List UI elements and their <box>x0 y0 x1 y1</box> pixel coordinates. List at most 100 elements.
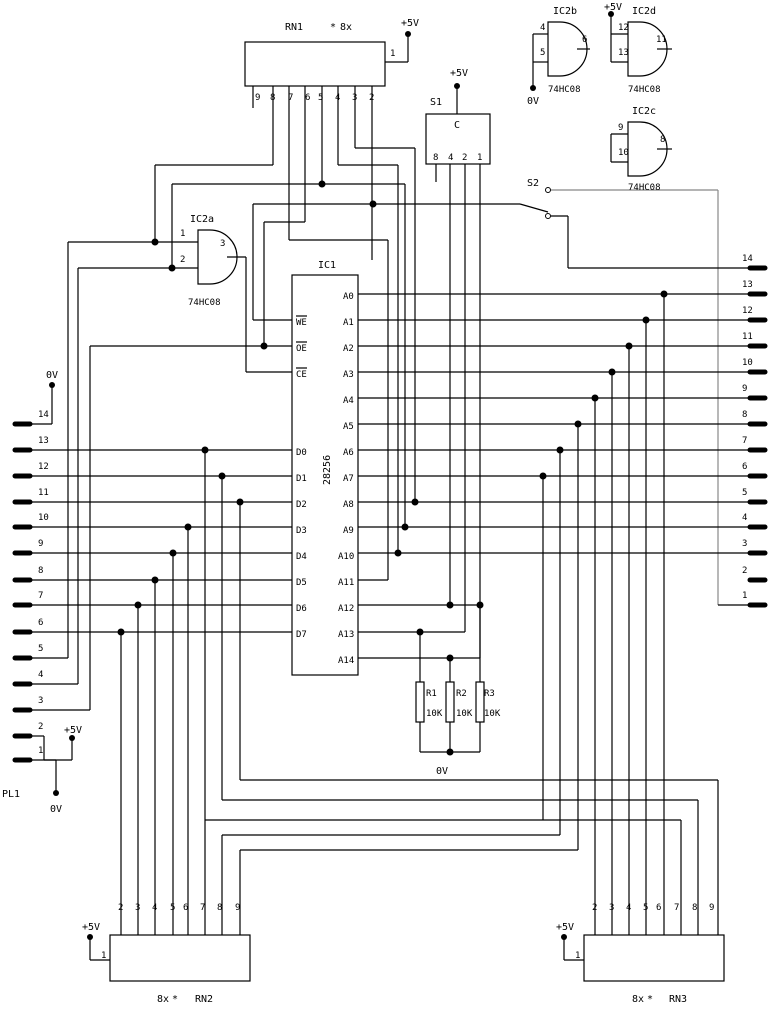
r1-ref: R1 <box>426 689 437 699</box>
rn2-supply: +5V <box>82 922 100 933</box>
pl1-pin: 13 <box>38 436 49 446</box>
ic2b-out: 6 <box>582 35 587 45</box>
rn2-resistor-network: 2 3 4 5 6 7 8 9 1 +5V 8x * RN2 <box>82 903 251 1005</box>
rn1-pin: 5 <box>318 93 323 103</box>
s1-common: C <box>454 120 460 131</box>
ic1-control-wiring <box>90 342 292 350</box>
r3-value: 10K <box>484 709 501 719</box>
ic2d-ref: IC2d <box>632 6 656 17</box>
s1-pin: 4 <box>448 153 453 163</box>
right-connector: 14 13 12 11 10 9 8 7 6 5 4 3 2 1 <box>742 254 768 608</box>
ic2b-gnd: 0V <box>527 96 539 107</box>
ic2d-out: 11 <box>656 35 667 45</box>
r2-value: 10K <box>456 709 473 719</box>
right-conn-pin: 10 <box>742 358 753 368</box>
right-conn-pin: 6 <box>742 462 747 472</box>
r3-ref: R3 <box>484 689 495 699</box>
rn2-value: 8x <box>157 994 169 1005</box>
rn2-pin: 8 <box>217 903 222 913</box>
right-conn-pin: 11 <box>742 332 753 342</box>
ic1-pin-a10: A10 <box>338 552 354 562</box>
r1-body <box>415 681 425 723</box>
s1-body <box>425 113 491 165</box>
ic2a-part: 74HC08 <box>188 298 221 308</box>
ic2b-and-gate: IC2b 74HC08 4 5 6 0V <box>527 6 590 107</box>
ic2c-part: 74HC08 <box>628 183 661 193</box>
rn3-pin: 3 <box>609 903 614 913</box>
pl1-pin: 2 <box>38 722 43 732</box>
net-204 <box>252 200 520 321</box>
ic1-pin-d3: D3 <box>296 526 307 536</box>
cross-routes <box>205 779 719 935</box>
address-bus <box>358 290 760 935</box>
ic1-pin-a1: A1 <box>343 318 354 328</box>
s2-ref: S2 <box>527 178 539 189</box>
ic1-pin-a7: A7 <box>343 474 354 484</box>
ic2a-body <box>197 229 238 285</box>
rn1-resistor-network: RN1 * 8x 1 +5V 9 8 7 6 5 4 3 2 <box>244 18 419 103</box>
rn2-pin: 7 <box>200 903 205 913</box>
ic1-pin-a5: A5 <box>343 422 354 432</box>
rn3-star: * <box>647 994 653 1005</box>
ic1-part: 28256 <box>322 455 333 485</box>
ic1-pin-a4: A4 <box>343 396 354 406</box>
ic1-pin-d7: D7 <box>296 630 307 640</box>
ic1-pin-d0: D0 <box>296 448 307 458</box>
pl1-gnd-bottom: 0V <box>50 804 62 815</box>
r1-value: 10K <box>426 709 443 719</box>
ic1-pin-a3: A3 <box>343 370 354 380</box>
right-conn-pin: 8 <box>742 410 747 420</box>
rn1-ref: RN1 <box>285 22 303 33</box>
ic1-pin-a2: A2 <box>343 344 354 354</box>
ic2d-body <box>627 21 668 77</box>
rn1-body <box>244 41 386 87</box>
right-conn-pin: 13 <box>742 280 753 290</box>
rn3-body <box>583 934 725 982</box>
ic2d-and-gate: IC2d 74HC08 12 13 11 +5V <box>604 2 672 95</box>
rn1-supply: +5V <box>401 18 419 29</box>
pl1-ref: PL1 <box>2 789 20 800</box>
pl1-connector: PL1 14 13 12 11 10 9 8 7 6 5 4 3 2 1 0V … <box>2 242 91 815</box>
right-conn-pin: 5 <box>742 488 747 498</box>
rn3-pin: 6 <box>656 903 661 913</box>
rn3-pin: 8 <box>692 903 697 913</box>
ic1-pin-a12: A12 <box>338 604 354 614</box>
rn3-pin: 4 <box>626 903 631 913</box>
ic2b-in2: 5 <box>540 48 545 58</box>
ic2c-and-gate: IC2c 74HC08 9 10 8 <box>610 106 672 193</box>
rn1-pin: 7 <box>288 93 293 103</box>
s1-switch: S1 C +5V 8 4 2 1 <box>425 68 491 658</box>
ic2a-out: 3 <box>220 239 225 249</box>
pl1-pin: 11 <box>38 488 49 498</box>
pl1-gnd-top: 0V <box>46 370 58 381</box>
pl1-pin: 9 <box>38 539 43 549</box>
ic2a-in2: 2 <box>180 255 185 265</box>
right-conn-pin: 1 <box>742 591 747 601</box>
right-conn-pin: 7 <box>742 436 747 446</box>
ic2d-in1: 12 <box>618 23 629 33</box>
s1-pin: 8 <box>433 153 438 163</box>
rn3-pin: 9 <box>709 903 714 913</box>
ic1-pin-a11: A11 <box>338 578 354 588</box>
s1-supply: +5V <box>450 68 468 79</box>
ic1-pin-d4: D4 <box>296 552 307 562</box>
ic2b-ref: IC2b <box>553 6 577 17</box>
rn3-resistor-network: 2 3 4 5 6 7 8 9 1 +5V 8x * RN3 <box>556 903 725 1005</box>
ic2d-in2: 13 <box>618 48 629 58</box>
rn3-pin: 5 <box>643 903 648 913</box>
rn3-supply: +5V <box>556 922 574 933</box>
ic1-ref: IC1 <box>318 260 336 271</box>
ic1-pin-a6: A6 <box>343 448 354 458</box>
net-184 <box>171 180 406 527</box>
rn2-pin: 4 <box>152 903 157 913</box>
pl1-pin: 3 <box>38 696 43 706</box>
rn1-pin: 6 <box>305 93 310 103</box>
rn2-ref: RN2 <box>195 994 213 1005</box>
rn1-common-pin: 1 <box>390 49 395 59</box>
rn3-ref: RN3 <box>669 994 687 1005</box>
r2-ref: R2 <box>456 689 467 699</box>
ic1-pin-d6: D6 <box>296 604 307 614</box>
right-conn-pin: 2 <box>742 566 747 576</box>
